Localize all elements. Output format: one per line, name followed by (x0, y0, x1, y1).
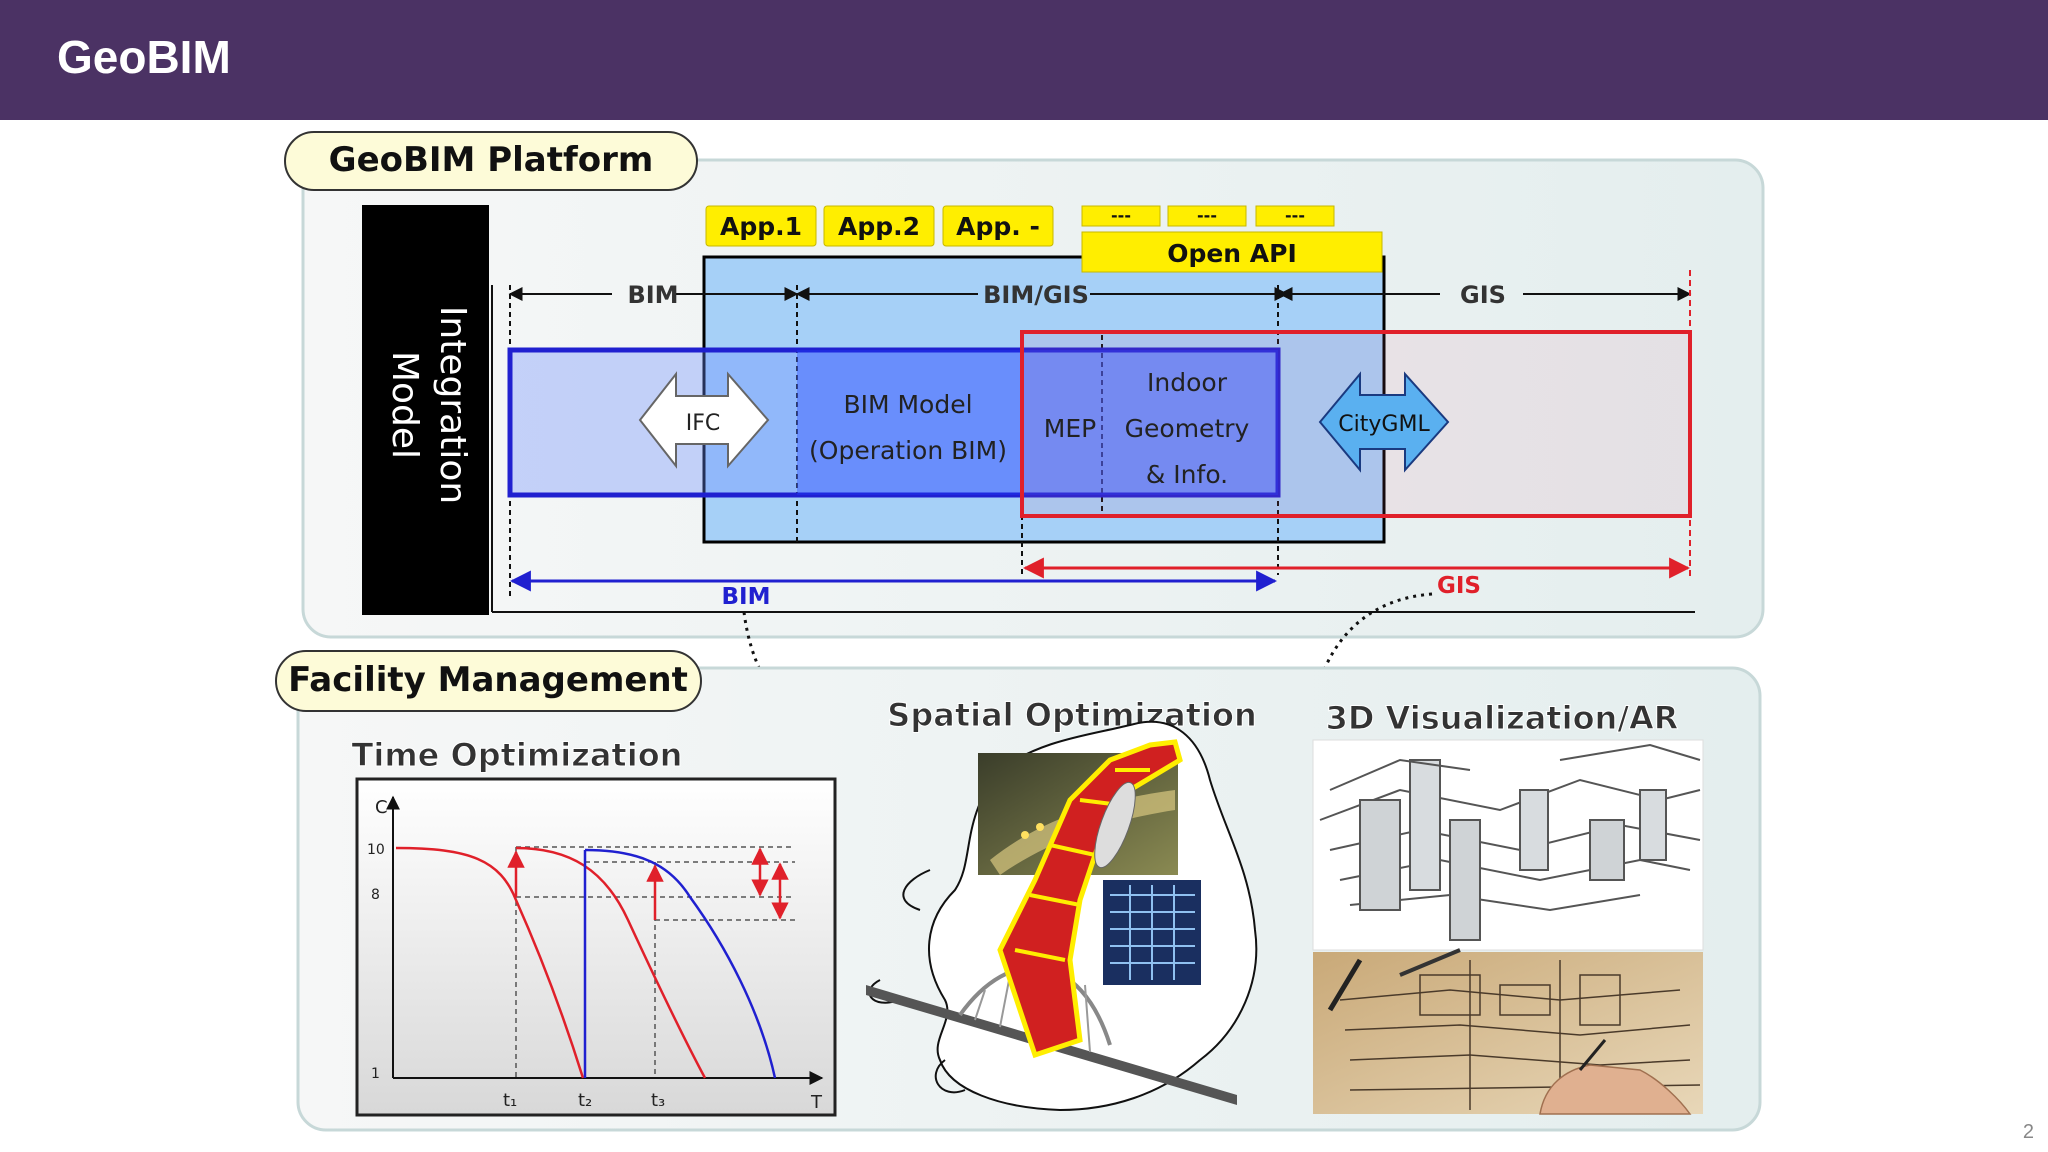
citygml-arrow-icon (1318, 371, 1450, 473)
api-slot-label: --- (1285, 206, 1305, 225)
open-api-bar (1081, 231, 1383, 273)
app-buttons (705, 205, 1054, 247)
bim-model-fill (797, 350, 1278, 495)
ifc-label: IFC (686, 411, 721, 436)
x-tick-label: t₃ (651, 1090, 665, 1111)
range-bim-label: BIM (627, 281, 678, 309)
bim-band (507, 347, 1281, 498)
platform-title: GeoBIM Platform (329, 140, 654, 180)
integration-model-bar (362, 205, 489, 615)
highlight-route (997, 739, 1183, 1059)
bim-model-label: BIM Model (843, 390, 972, 419)
spatial-optimization-title: Spatial Optimization (887, 696, 1256, 734)
fm-title-pill (275, 650, 702, 712)
x-tick-label: t₁ (503, 1090, 517, 1111)
bim-model-label: (Operation BIM) (809, 436, 1007, 465)
time-optimization-title: Time Optimization (352, 736, 683, 774)
range-gis-label: GIS (1460, 281, 1506, 309)
ar-drawing-photo (1313, 948, 1703, 1115)
ifc-arrow-icon (638, 371, 770, 469)
chart-jump-arrows (507, 847, 789, 920)
gis-range-label: GIS (1437, 573, 1481, 599)
app-label: App.1 (720, 212, 802, 241)
x-tick-label: t₂ (578, 1090, 592, 1111)
api-slot-label: --- (1111, 206, 1131, 225)
y-tick-label: 10 (367, 842, 385, 858)
open-api-label: Open API (1167, 239, 1297, 268)
time-chart-frame (355, 777, 837, 1117)
mep-label: MEP (1044, 414, 1096, 443)
platform-title-pill (284, 131, 698, 191)
citygml-label: CityGML (1338, 412, 1430, 437)
y-tick-label: 8 (371, 887, 380, 903)
indoor-label: Geometry (1125, 414, 1250, 443)
y-axis-label: C (375, 797, 388, 818)
chart-curves (395, 846, 777, 1079)
integration-model-label: Integration (432, 306, 473, 504)
indoor-label: & Info. (1146, 460, 1228, 489)
visualization-title: 3D Visualization/AR (1326, 699, 1679, 737)
slide-title: GeoBIM (57, 31, 231, 83)
range-bimgis-label: BIM/GIS (983, 281, 1089, 309)
title-bar: GeoBIM (0, 0, 2048, 120)
fm-title: Facility Management (288, 660, 688, 700)
bim-range-label: BIM (722, 584, 771, 610)
y-tick-label: 1 (371, 1066, 380, 1082)
app-label: App.2 (838, 212, 920, 241)
x-axis-label: T (810, 1092, 823, 1113)
hand-icon (1539, 1064, 1692, 1115)
indoor-label: Indoor (1147, 368, 1228, 397)
api-slot-label: --- (1197, 206, 1217, 225)
app-label: App. - (956, 212, 1040, 241)
api-slots (1081, 205, 1335, 227)
integration-model-label: Model (384, 351, 425, 459)
spatial-map-image (866, 720, 1258, 1112)
page-number: 2 (2022, 1121, 2034, 1143)
bim-3d-model-image (1312, 739, 1704, 951)
